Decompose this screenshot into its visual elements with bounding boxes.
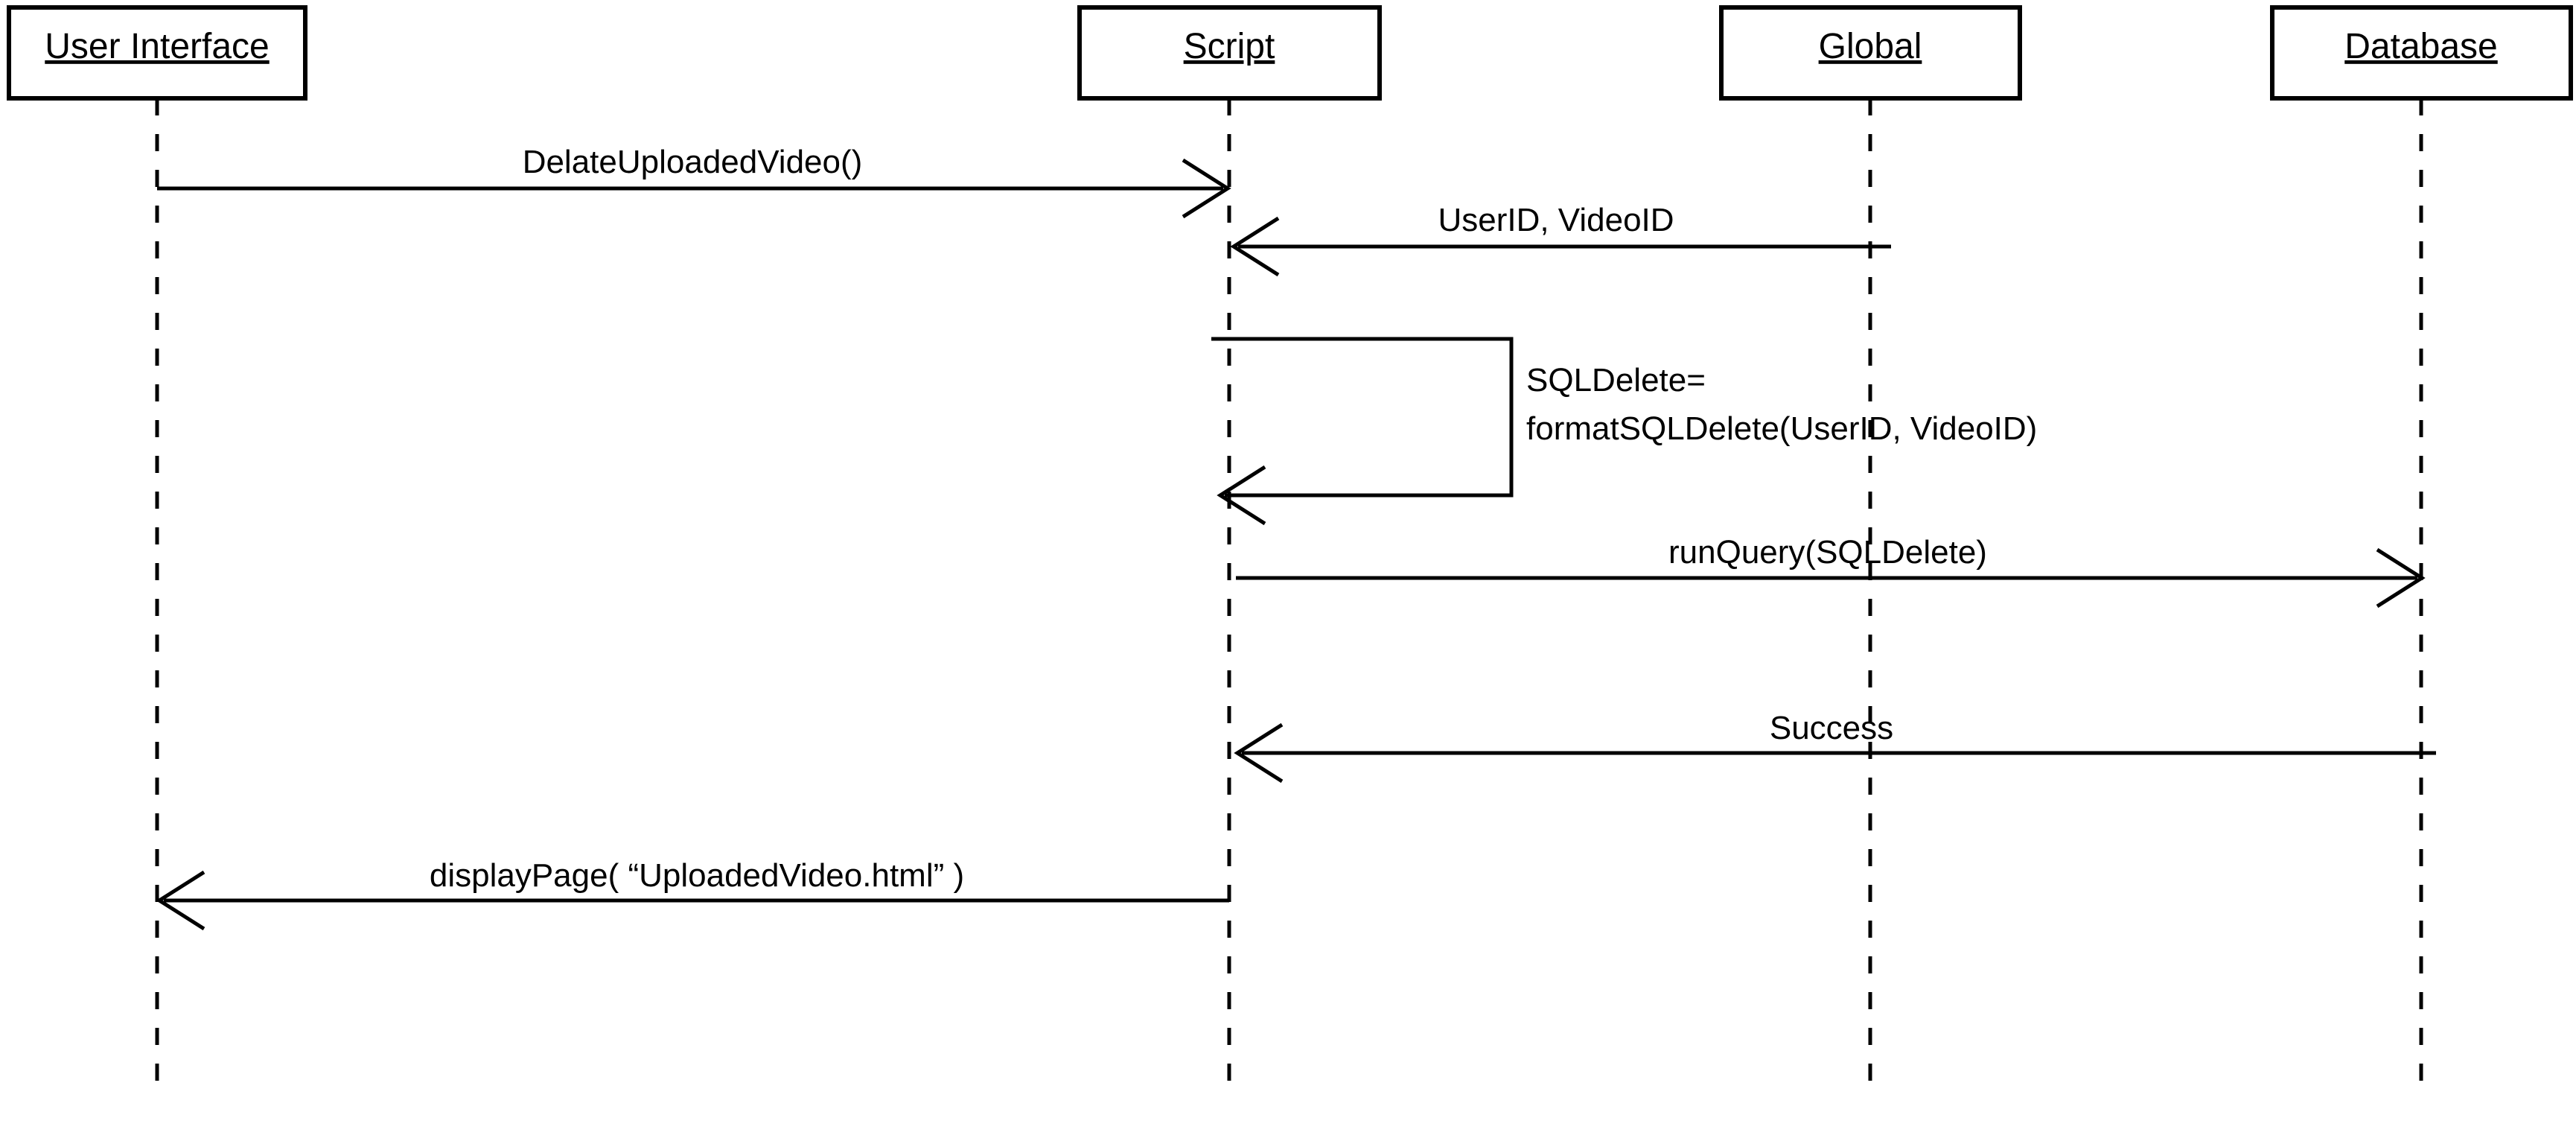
arrowhead-right-icon (1182, 158, 1231, 219)
message-label-delate-uploaded-video: DelateUploadedVideo() (523, 144, 863, 180)
message-label-success: Success (1770, 710, 1893, 746)
actor-box-script (1077, 5, 1382, 101)
arrowhead-left-icon (1230, 216, 1280, 277)
message-label-userid-videoid: UserID, VideoID (1438, 202, 1674, 238)
arrowhead-left-icon (1234, 722, 1284, 784)
message-label-display-page: displayPage( “UploadedVideo.html” ) (430, 857, 964, 894)
message-label-run-query: runQuery(SQLDelete) (1668, 534, 1987, 571)
actor-box-user-interface (7, 5, 307, 101)
actor-box-global (1719, 5, 2022, 101)
actor-label-global: Global (1819, 27, 1922, 66)
message-arrow-self-call (1211, 337, 1514, 498)
actor-label-database: Database (2344, 27, 2497, 66)
actor-label-script: Script (1184, 27, 1275, 66)
arrowhead-right-icon (2376, 547, 2426, 609)
actor-box-database (2270, 5, 2573, 101)
arrowhead-left-icon (156, 870, 205, 931)
message-label-self-call-line2: formatSQLDelete(UserID, VideoID) (1526, 410, 2037, 447)
actor-label-user-interface: User Interface (45, 27, 269, 66)
arrowhead-left-icon (1217, 465, 1266, 526)
message-label-self-call-line1: SQLDelete= (1526, 362, 1706, 398)
